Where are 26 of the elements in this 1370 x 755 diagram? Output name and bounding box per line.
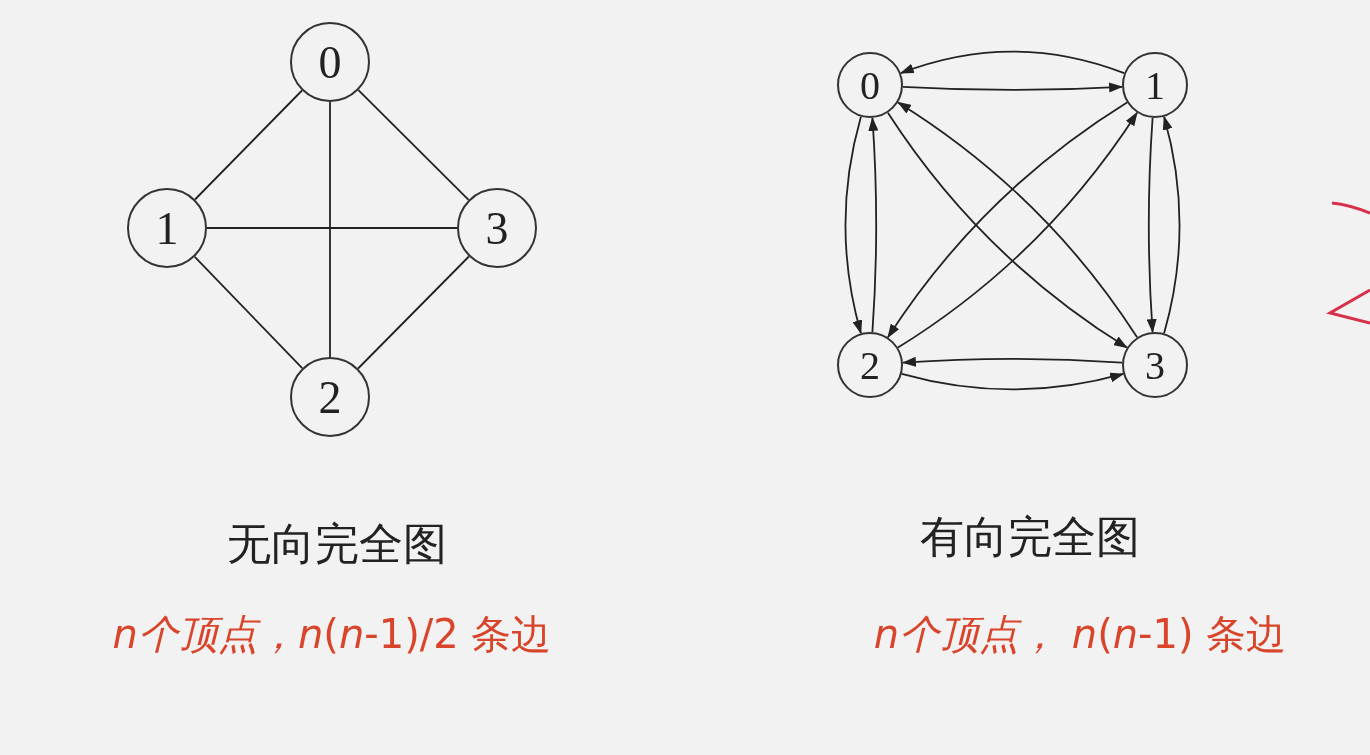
arrow [899, 50, 1126, 74]
edge-line [206, 227, 458, 229]
vertex-circle: 0 [837, 52, 903, 118]
edge-count-note: n个顶点， n(n-1) 条边 [873, 610, 1287, 659]
vertex-circle: 3 [1122, 332, 1188, 398]
arrow [1162, 115, 1181, 335]
vertex-circle: 2 [837, 332, 903, 398]
vertex-circle: 2 [290, 357, 370, 437]
arrow [902, 82, 1124, 93]
edge-line [194, 89, 303, 201]
arrow [868, 116, 879, 333]
edge-line [357, 255, 470, 370]
arrow [900, 372, 1125, 391]
graph-title: 有向完全图 [920, 510, 1140, 564]
arrow [901, 356, 1123, 367]
graph-title: 无向完全图 [227, 517, 447, 571]
arrow [844, 115, 863, 335]
arrow [1146, 117, 1157, 334]
vertex-circle: 1 [127, 188, 207, 268]
vertex-circle: 3 [457, 188, 537, 268]
edge-count-note: n个顶点，n(n-1)/2 条边 [112, 610, 552, 659]
edge-line [193, 255, 304, 370]
edge-line [357, 89, 470, 201]
vertex-circle: 0 [290, 22, 370, 102]
edge-line [329, 101, 331, 358]
vertex-circle: 1 [1122, 52, 1188, 118]
